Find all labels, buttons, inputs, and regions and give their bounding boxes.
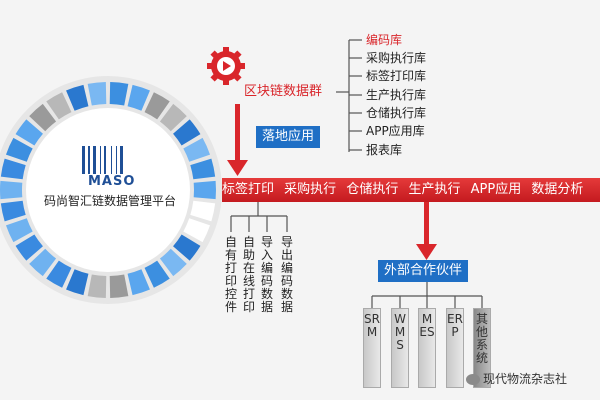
- barcode-bar: [120, 146, 123, 174]
- library-item: 编码库: [366, 33, 403, 47]
- library-item: 仓储执行库: [366, 106, 427, 120]
- ring-segment: [173, 234, 201, 261]
- platform-name: 码尚智汇链数据管理平台: [44, 194, 177, 208]
- barcode-bar: [88, 146, 90, 174]
- app-item: 采购执行: [284, 182, 337, 197]
- ring-segment: [15, 234, 43, 261]
- library-item: 报表库: [366, 143, 403, 157]
- partners-title: 外部合作伙伴: [378, 260, 469, 282]
- gear-icon: [207, 47, 245, 85]
- partner-system: 其他系统: [473, 308, 491, 388]
- arrow-down-partners: [416, 202, 437, 260]
- ring-segment: [109, 274, 129, 298]
- gear-tooth: [210, 72, 220, 82]
- print-tree-lines: [230, 202, 288, 232]
- ring-segment: [46, 260, 72, 288]
- ring-segment: [0, 180, 23, 200]
- print-function: 导入编码数据: [260, 235, 273, 314]
- print-function: 导出编码数据: [280, 235, 293, 314]
- ring-segment: [66, 84, 89, 111]
- library-item: APP应用库: [366, 124, 425, 138]
- ring-segment: [5, 137, 33, 162]
- gear-tooth: [238, 63, 245, 69]
- wechat-icon: [466, 374, 480, 385]
- applications-banner: 标签打印 采购执行 仓储执行 生产执行 APP应用 数据分析: [222, 178, 600, 202]
- ring-segment: [0, 200, 26, 222]
- partner-system: WMS: [391, 308, 409, 388]
- app-item: 数据分析: [531, 182, 584, 197]
- ring-segment: [29, 103, 57, 132]
- ring-segment: [87, 82, 107, 106]
- ring-segment: [183, 137, 211, 162]
- library-item: 标签打印库: [366, 69, 427, 83]
- app-item: APP应用: [470, 182, 522, 197]
- partner-system: SRM: [363, 308, 381, 388]
- print-function: 自助在线打印: [242, 235, 255, 314]
- arrow-down-blockchain: [227, 104, 248, 176]
- gear-tooth: [223, 47, 229, 54]
- ring-segment: [127, 269, 150, 296]
- watermark: 现代物流杂志社: [466, 370, 567, 387]
- ring-segment: [0, 158, 26, 180]
- gear-tooth: [207, 63, 214, 69]
- ring-segment: [173, 119, 201, 146]
- partner-tree-lines: [371, 282, 483, 308]
- ring-segment: [5, 218, 33, 243]
- app-item: 仓储执行: [346, 182, 399, 197]
- gear-tooth: [210, 50, 220, 60]
- ring-segment: [144, 260, 170, 288]
- ring-segment: [159, 248, 187, 277]
- barcode-bar: [100, 146, 101, 174]
- app-item: 生产执行: [408, 182, 461, 197]
- segmented-ring: [0, 82, 217, 298]
- library-item: 采购执行库: [366, 51, 427, 65]
- barcode-bar: [104, 146, 106, 174]
- ring-segment: [144, 92, 170, 120]
- ring-segment: [183, 218, 211, 243]
- barcode-bar: [82, 146, 85, 174]
- blockchain-title: 区块链数据群: [244, 84, 323, 99]
- ring-segment: [193, 180, 217, 200]
- barcode-bar: [111, 146, 112, 174]
- landing-label: 落地应用: [256, 126, 321, 148]
- ring-segment: [190, 158, 216, 180]
- ring-segment: [46, 92, 72, 120]
- ring-segment: [159, 103, 187, 132]
- library-bracket: [336, 39, 362, 152]
- library-item: 生产执行库: [366, 88, 427, 102]
- gear-tooth: [232, 50, 242, 60]
- ring-segment: [66, 269, 89, 296]
- app-item: 标签打印: [222, 182, 275, 197]
- watermark-text: 现代物流杂志社: [483, 372, 568, 386]
- barcode-bar: [93, 146, 96, 174]
- barcode-bar: [116, 146, 117, 174]
- ring-segment: [127, 84, 150, 111]
- print-function: 自有打印控件: [224, 235, 237, 314]
- partner-system: MES: [418, 308, 436, 388]
- gear-tooth: [232, 72, 242, 82]
- ring-segment: [29, 248, 57, 277]
- logo-text: MASO: [88, 174, 136, 189]
- gear-tooth: [223, 78, 229, 85]
- barcode-logo: [82, 146, 123, 174]
- ring-segment: [109, 82, 129, 106]
- ring-segment: [190, 200, 216, 222]
- ring-segment: [15, 119, 43, 146]
- partner-system: ERP: [446, 308, 464, 388]
- ring-segment: [87, 274, 107, 298]
- ring-center: [26, 108, 190, 272]
